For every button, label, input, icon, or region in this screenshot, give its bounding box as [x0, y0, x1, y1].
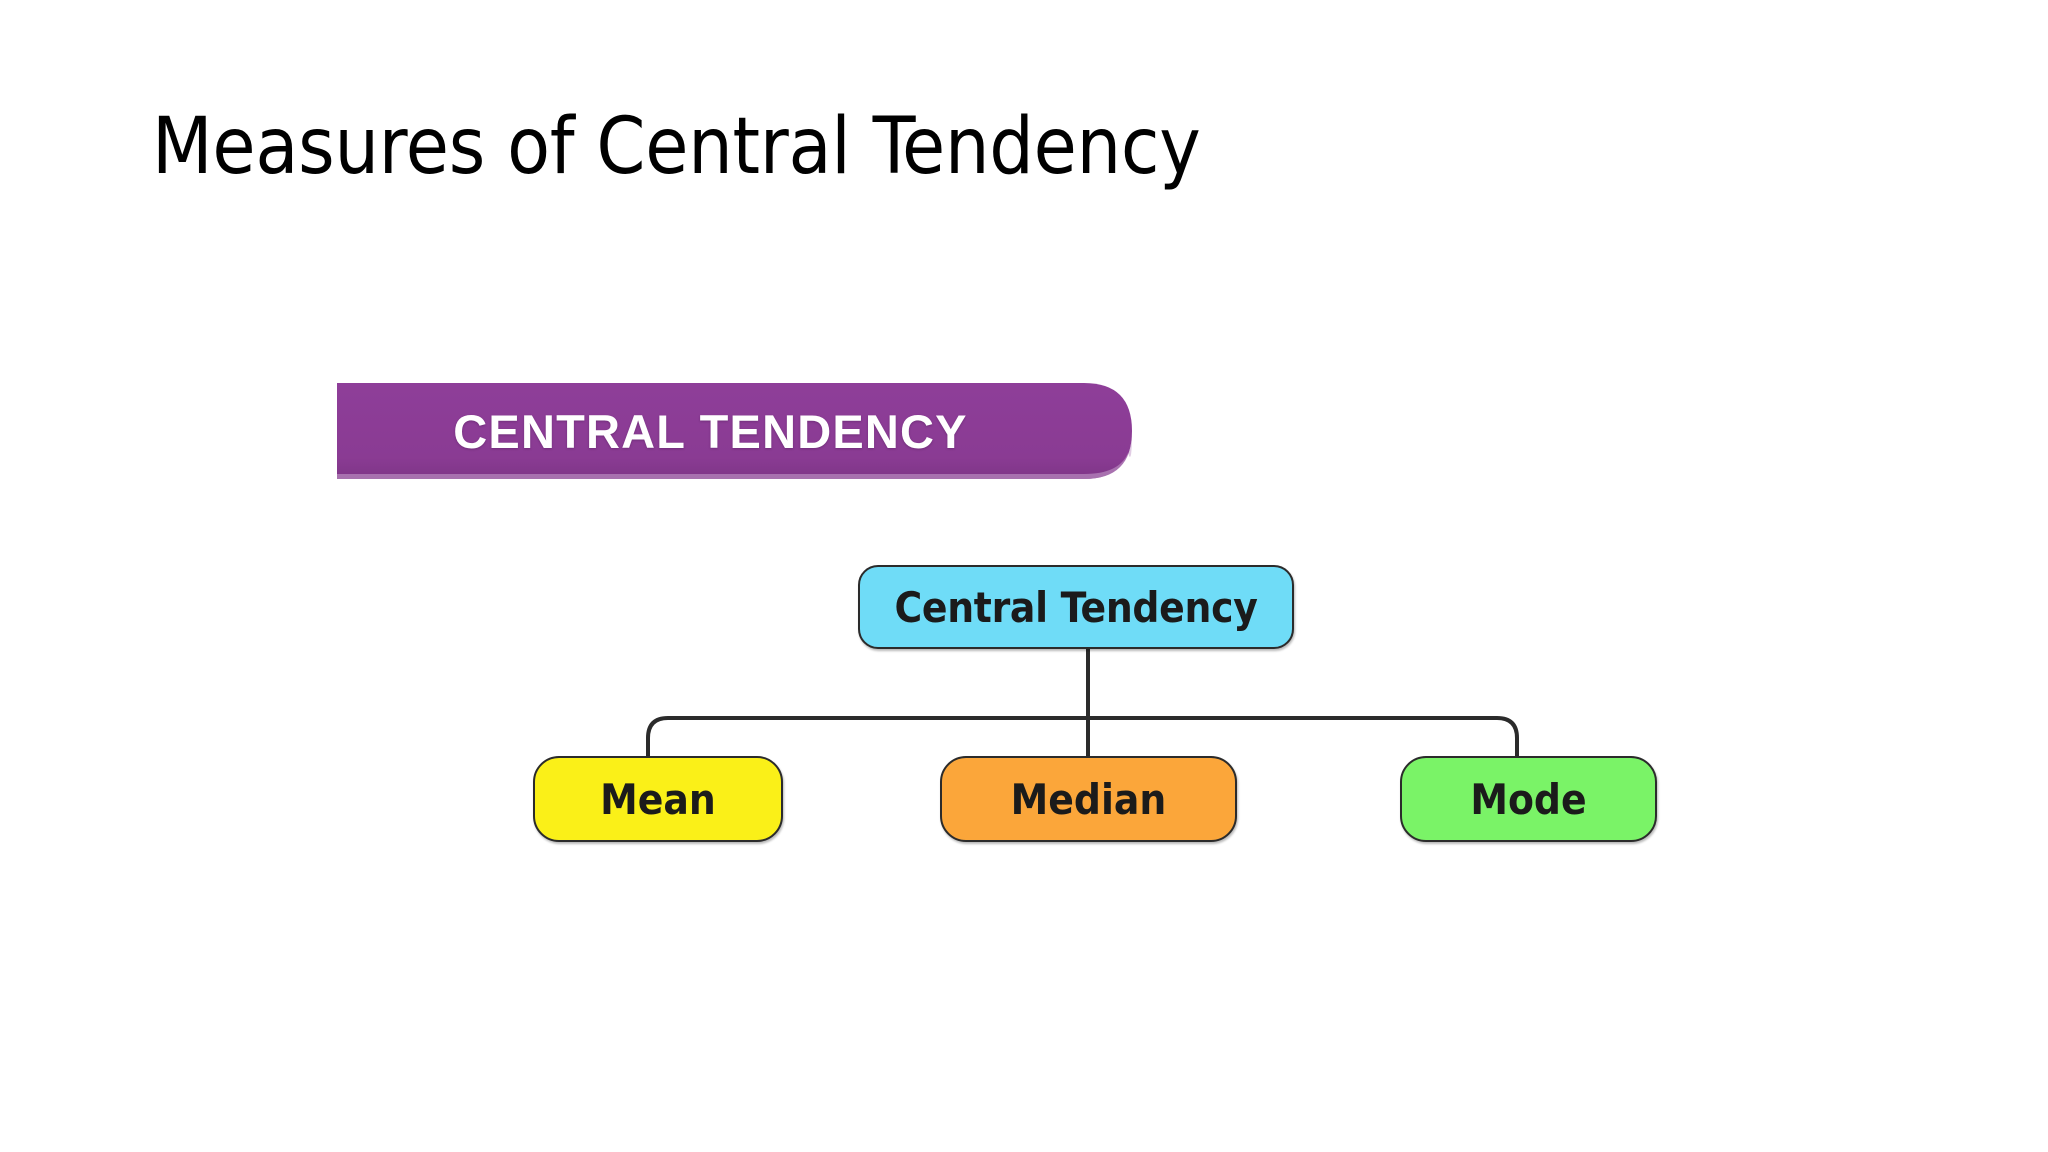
central-tendency-banner: CENTRAL TENDENCY: [337, 383, 1132, 479]
banner-ribbon-shape: [337, 383, 1132, 479]
node-median-label: Median: [1010, 774, 1167, 824]
node-mode[interactable]: Mode: [1400, 756, 1657, 842]
node-mean[interactable]: Mean: [533, 756, 783, 842]
page-title: Measures of Central Tendency: [152, 102, 1201, 192]
node-mode-label: Mode: [1470, 774, 1587, 824]
node-central-tendency[interactable]: Central Tendency: [858, 565, 1294, 649]
node-mean-label: Mean: [600, 774, 716, 824]
node-median[interactable]: Median: [940, 756, 1237, 842]
node-central-tendency-label: Central Tendency: [894, 582, 1258, 632]
connector-bus-mean-mode: [646, 716, 1519, 758]
